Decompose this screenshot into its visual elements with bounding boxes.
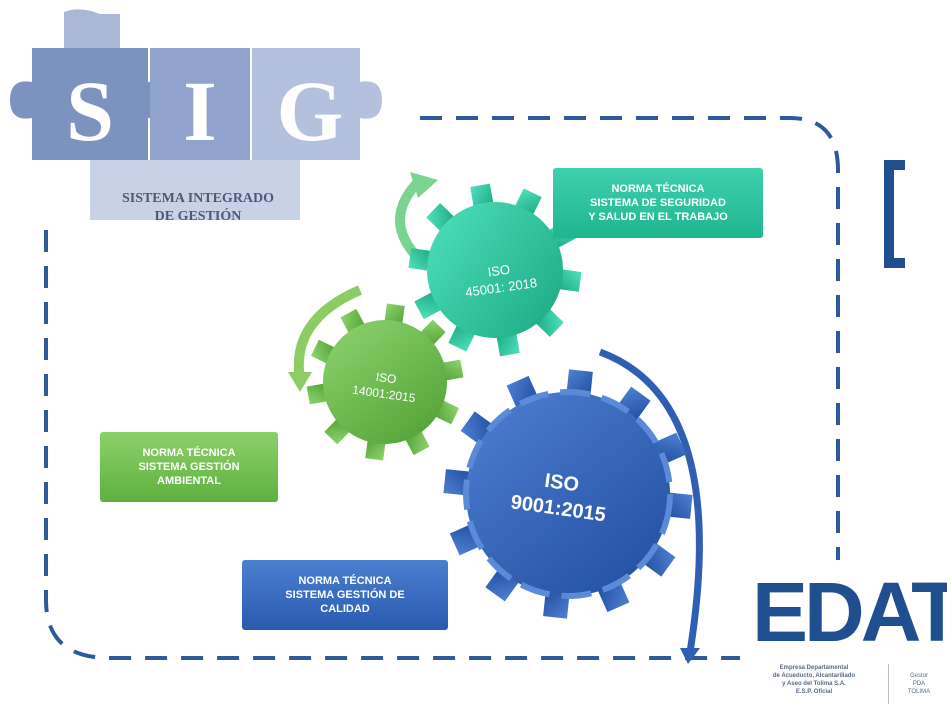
edat-wave-shape [747, 605, 901, 635]
box-norma-calidad: NORMA TÉCNICA SISTEMA GESTIÓN DE CALIDAD [242, 560, 448, 630]
curved-arrow-left-head [288, 372, 312, 392]
box-ambiental-line2: SISTEMA GESTIÓN [138, 461, 240, 473]
gear-iso-9001 [443, 369, 693, 619]
box-norma-sst: NORMA TÉCNICA SISTEMA DE SEGURIDAD Y SAL… [553, 168, 763, 238]
edat-side-line3: TOLIMA [907, 689, 931, 695]
edat-divider [888, 664, 889, 704]
box-calidad-line3: CALIDAD [320, 603, 370, 615]
sig-letter-i: I [183, 63, 216, 159]
sig-letter-s: S [66, 63, 114, 159]
puzzle-piece-base [90, 160, 300, 220]
gear-iso-9001-body [466, 392, 670, 596]
curved-arrow-left [293, 285, 362, 381]
box-sst-line2: SISTEMA DE SEGURIDAD [590, 197, 726, 209]
box-sst-line3: Y SALUD EN EL TRABAJO [588, 211, 728, 223]
box-norma-ambiental: NORMA TÉCNICA SISTEMA GESTIÓN AMBIENTAL [100, 432, 278, 502]
right-bracket-shape [884, 160, 905, 268]
edat-caption-line2: de Acueducto, Alcantarillado [772, 673, 856, 679]
sig-puzzle-logo: S I G [10, 9, 382, 220]
sig-subtitle-line1: SISTEMA INTEGRADO [121, 191, 275, 206]
gear-iso-14001-body [323, 320, 447, 444]
edat-side-line1: Gestor [909, 673, 928, 679]
edat-caption-line1: Empresa Departamental [779, 665, 849, 671]
edat-side-text: Gestor PDA TOLIMA [896, 672, 942, 696]
dashed-frame [44, 116, 840, 660]
box-calidad-line1: NORMA TÉCNICA [298, 575, 392, 587]
edat-caption-line4: E.S.P. Oficial [795, 689, 833, 695]
sig-subtitle: SISTEMA INTEGRADO DE GESTIÓN [98, 190, 298, 226]
sig-subtitle-line2: DE GESTIÓN [154, 209, 242, 224]
edat-caption-line3: y Aseo del Tolima S.A. [782, 681, 846, 687]
curved-arrow-right [598, 348, 703, 653]
box-ambiental-line1: NORMA TÉCNICA [142, 447, 236, 459]
gear-iso-45001-body [427, 202, 563, 338]
puzzle-piece-g [252, 48, 382, 160]
curved-arrow-top-head [410, 172, 438, 198]
curved-arrow-right-head [680, 648, 700, 664]
puzzle-piece-top-cap [64, 9, 120, 48]
edat-side-line2: PDA [912, 681, 926, 687]
sig-letter-g: G [277, 63, 344, 159]
box-calidad-line2: SISTEMA GESTIÓN DE [285, 589, 405, 601]
edat-wordmark: EDAT [752, 565, 947, 659]
puzzle-piece-s [10, 48, 170, 160]
puzzle-piece-i [150, 48, 250, 160]
gear-iso-9001-rim [463, 389, 673, 599]
gear-iso-14001 [306, 303, 464, 461]
edat-caption: Empresa Departamental de Acueducto, Alca… [748, 664, 880, 696]
box-ambiental-line3: AMBIENTAL [157, 475, 221, 487]
box-sst-line1: NORMA TÉCNICA [611, 183, 705, 195]
